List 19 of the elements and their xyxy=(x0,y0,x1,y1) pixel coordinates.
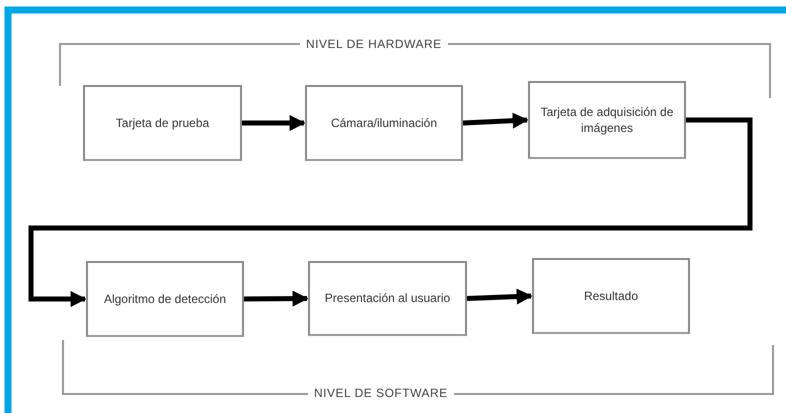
arrow xyxy=(466,288,533,305)
process-box xyxy=(528,81,686,159)
process-box xyxy=(83,85,242,161)
level-label: NIVEL DE SOFTWARE xyxy=(308,386,454,400)
level-label: NIVEL DE HARDWARE xyxy=(300,37,448,51)
arrow xyxy=(242,115,306,131)
arrow xyxy=(28,118,752,307)
box-label: Cámara/iluminación xyxy=(330,114,438,132)
process-box xyxy=(308,261,467,336)
arrow xyxy=(244,290,309,307)
process-box xyxy=(532,258,690,334)
arrow xyxy=(462,112,529,129)
box-label: Algoritmo de detección xyxy=(102,290,228,308)
process-box xyxy=(305,85,463,161)
box-label: Resultado xyxy=(582,288,640,304)
box-label: Tarjeta de prueba xyxy=(114,114,210,132)
box-label: Tarjeta de adquisición de imágenes xyxy=(540,104,674,136)
process-box xyxy=(86,261,244,337)
box-label: Presentación al usuario xyxy=(324,290,452,307)
